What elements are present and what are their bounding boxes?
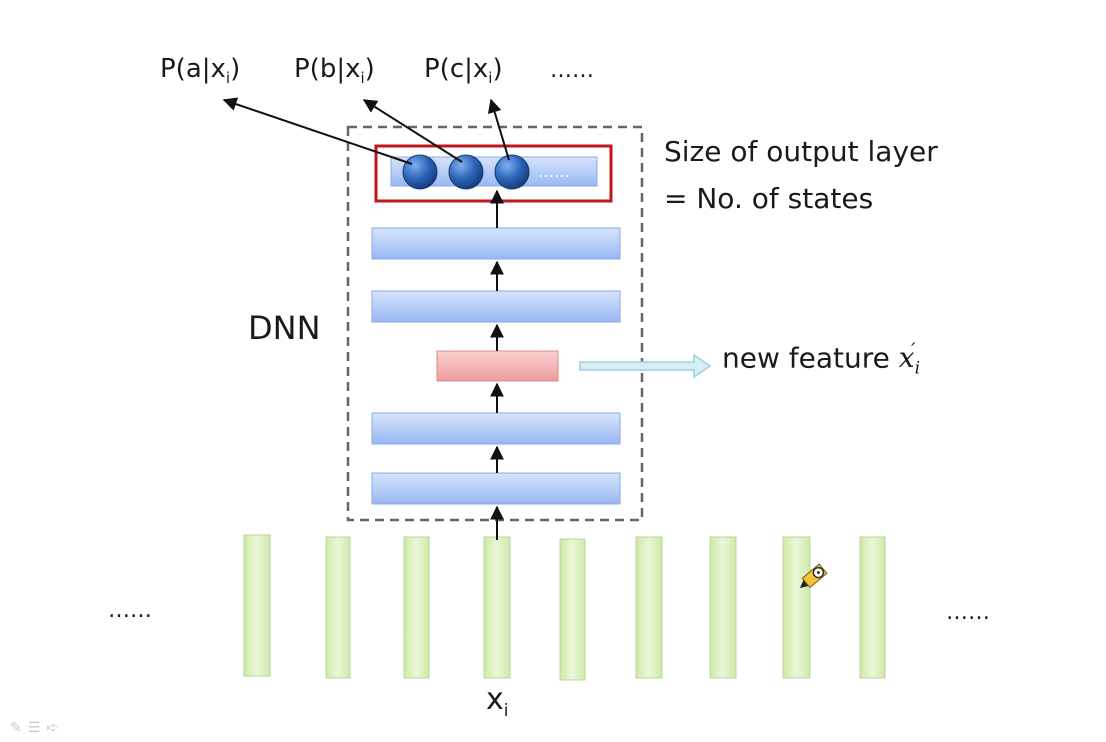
input-frame — [243, 534, 271, 677]
menu-icon[interactable]: ☰ — [27, 720, 47, 736]
hidden-layer-2 — [371, 412, 621, 445]
prob-label-a-close: ) — [230, 54, 241, 84]
new-feature-x: x — [898, 341, 915, 375]
pencil-cursor-icon — [800, 563, 828, 589]
prob-label-b-text: P(b|x — [294, 54, 361, 84]
hidden-layer-4 — [371, 227, 621, 260]
input-frame — [782, 536, 811, 679]
left-ellipsis: …… — [108, 598, 152, 623]
hidden-layer-3 — [371, 290, 621, 323]
arrow-node-a-to-label — [222, 97, 413, 165]
arrow-node-b-to-label — [362, 99, 463, 163]
input-label-sub: i — [503, 701, 509, 721]
input-frame — [859, 536, 886, 679]
output-node-a — [402, 154, 438, 190]
arrow-node-c-to-label — [487, 98, 510, 161]
input-frame — [403, 536, 430, 679]
input-label-x: x — [486, 682, 504, 717]
prob-label-c-close: ) — [492, 54, 503, 84]
prob-label-a-sub: i — [225, 69, 231, 87]
new-feature-prime: ′ — [911, 338, 916, 362]
new-feature-arrow — [579, 353, 712, 379]
output-node-b — [448, 154, 484, 190]
input-frame — [635, 536, 663, 679]
prob-label-b: P(b|xi) — [294, 54, 375, 87]
prob-label-a: P(a|xi) — [160, 54, 240, 87]
prob-label-c-text: P(c|x — [424, 54, 489, 84]
new-feature-symbol: xi′ — [898, 338, 920, 379]
prob-label-c: P(c|xi) — [424, 54, 503, 87]
new-feature-text: new feature — [722, 341, 890, 375]
prob-label-b-close: ) — [364, 54, 375, 84]
prob-label-c-sub: i — [488, 69, 493, 87]
input-label: xi — [486, 682, 509, 721]
bottleneck-layer — [436, 350, 559, 382]
layer-arrows — [222, 97, 510, 540]
input-frame — [325, 536, 351, 679]
input-frame — [559, 538, 586, 681]
new-feature-label: new feature xi′ — [722, 338, 920, 379]
slide-controls[interactable]: ✎☰➪ — [10, 720, 64, 736]
output-node-c — [494, 154, 530, 190]
next-icon[interactable]: ➪ — [46, 720, 65, 736]
pen-icon[interactable]: ✎ — [10, 720, 28, 736]
output-layer-note-line1: Size of output layer — [664, 135, 938, 168]
right-ellipsis: …… — [946, 600, 990, 625]
dnn-label: DNN — [248, 309, 321, 347]
prob-label-b-sub: i — [360, 69, 365, 87]
input-frame — [709, 536, 737, 679]
prob-label-a-text: P(a|x — [160, 54, 226, 84]
output-layer-note-line2: = No. of states — [664, 182, 874, 215]
new-feature-sub: i — [914, 358, 921, 379]
input-frame-current — [483, 536, 511, 679]
dnn-box — [346, 125, 644, 522]
hidden-layer-1 — [371, 472, 621, 505]
output-more-ellipsis: …… — [550, 58, 594, 83]
input-frames — [243, 534, 886, 681]
output-node-ellipsis: …… — [538, 162, 570, 181]
